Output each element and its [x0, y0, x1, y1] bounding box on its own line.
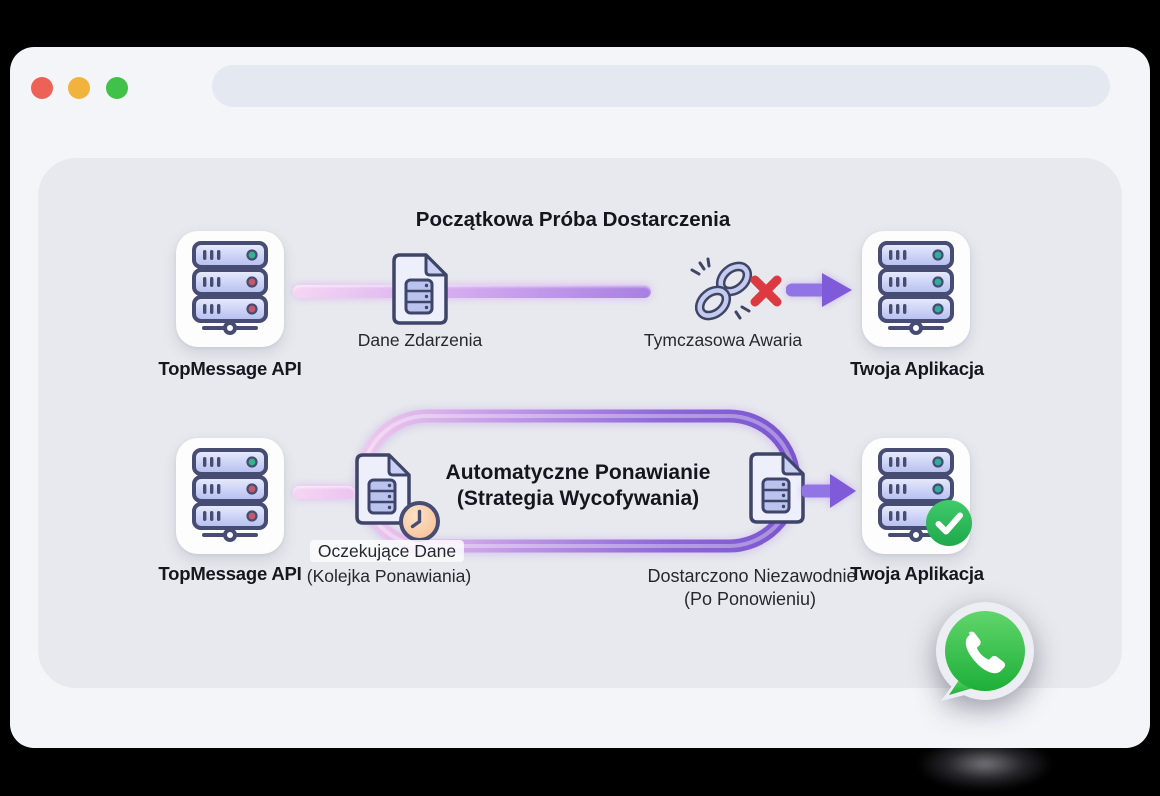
success-check-icon — [926, 500, 972, 546]
event-data-label: Dane Zdarzenia — [357, 330, 483, 350]
delivered-label-line1: Dostarczono Niezawodnie — [647, 566, 857, 586]
queue-label-line1: Oczekujące Dane — [309, 540, 465, 562]
api-server-label: TopMessage API — [158, 563, 302, 584]
traffic-light-close[interactable] — [31, 77, 53, 99]
traffic-light-minimize[interactable] — [68, 77, 90, 99]
delivered-document-icon — [748, 451, 806, 525]
traffic-light-zoom[interactable] — [106, 77, 128, 99]
arrow-right-icon — [802, 474, 856, 508]
whatsapp-icon — [936, 602, 1034, 701]
server-stack-icon — [188, 446, 272, 542]
app-server-label: Twoja Aplikacja — [850, 563, 984, 584]
retry-flow-title-line1: Automatyczne Ponawianie — [445, 461, 711, 484]
failure-x-icon — [750, 275, 782, 307]
delivered-label-line2: (Po Ponowieniu) — [683, 589, 817, 609]
whatsapp-button[interactable] — [933, 601, 1037, 705]
phone-icon — [965, 631, 1006, 674]
event-data-document-icon — [391, 252, 449, 326]
arrow-right-icon — [786, 273, 852, 307]
initial-flow-title: Początkowa Próba Dostarczenia — [415, 208, 731, 231]
retry-flow-title-line2: (Strategia Wycofywania) — [456, 487, 700, 510]
clock-badge-icon — [399, 501, 440, 542]
broken-chain-icon — [690, 257, 753, 321]
flow-line — [293, 486, 355, 499]
server-stack-icon — [188, 239, 272, 335]
queue-label-line2: (Kolejka Ponawiania) — [306, 566, 472, 586]
failure-label: Tymczasowa Awaria — [643, 330, 803, 350]
address-bar[interactable] — [212, 65, 1110, 107]
server-stack-icon — [874, 239, 958, 335]
api-server-label: TopMessage API — [158, 358, 302, 379]
flow-line — [293, 285, 651, 298]
app-server-label: Twoja Aplikacja — [850, 358, 984, 379]
